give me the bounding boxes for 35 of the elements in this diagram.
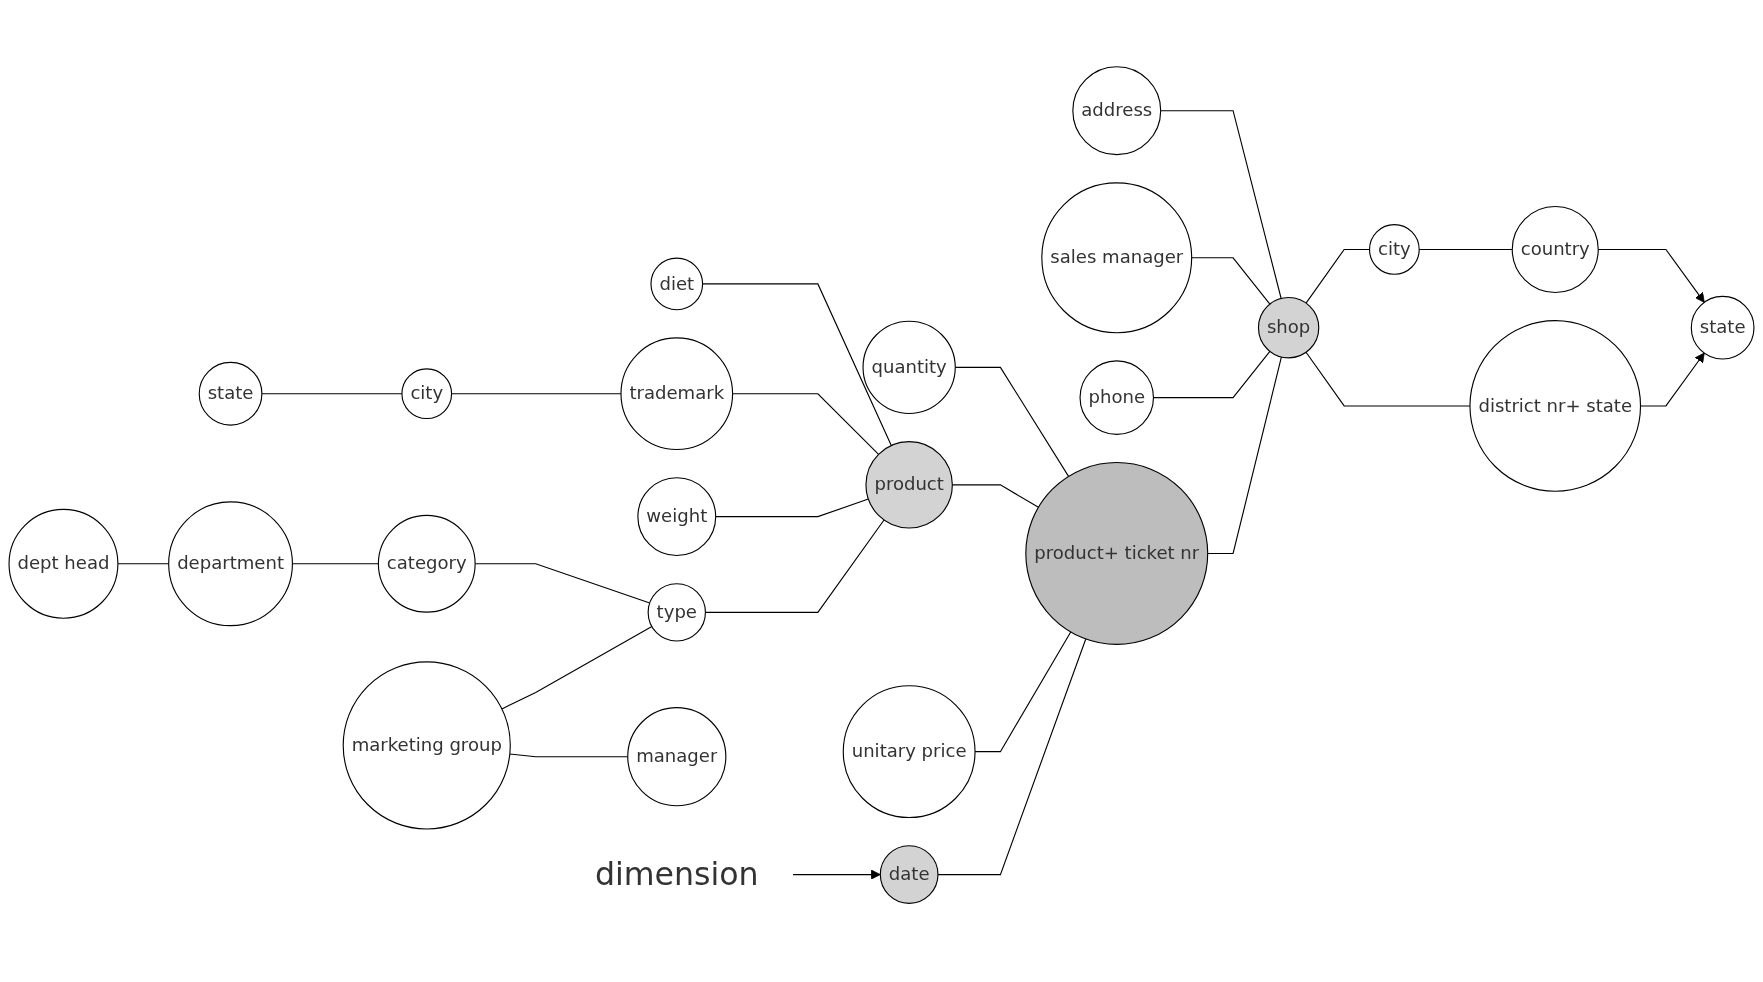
connector: [702, 283, 892, 447]
node-circle: country: [1511, 205, 1599, 293]
node-circle: product+ ticket nr: [1025, 462, 1209, 645]
node-circle: department: [168, 501, 293, 627]
node-circle: type: [647, 583, 706, 642]
node-text: dimension: [594, 855, 759, 893]
connector: [715, 498, 869, 518]
node-circle: marketing group: [342, 661, 511, 830]
node-circle: product: [865, 441, 953, 529]
node-circle: state: [198, 361, 263, 426]
node-circle: city: [1369, 224, 1420, 275]
connector: [451, 393, 622, 395]
node-circle: city: [401, 368, 453, 420]
node-circle: shop: [1257, 297, 1320, 359]
node-circle: weight: [637, 477, 717, 557]
node-circle: quantity: [862, 320, 956, 414]
node-circle: date: [879, 845, 939, 904]
node-circle: diet: [650, 257, 704, 311]
connector: [1160, 110, 1282, 300]
node-circle: sales manager: [1041, 182, 1193, 334]
connector: [937, 638, 1087, 876]
node-circle: address: [1072, 66, 1162, 156]
node-circle: trademark: [620, 337, 734, 451]
connector: [501, 625, 653, 710]
connector: [1191, 257, 1271, 305]
connector: [1305, 351, 1471, 407]
node-circle: category: [377, 514, 476, 613]
node-circle: dept head: [8, 508, 119, 619]
connector: [732, 393, 880, 455]
node-circle: phone: [1079, 360, 1155, 435]
node-circle: manager: [627, 707, 727, 807]
connector: [1207, 356, 1282, 555]
node-circle: state: [1690, 295, 1755, 360]
node-circle: unitary price: [842, 685, 976, 819]
node-circle: district nr+ state: [1469, 320, 1642, 492]
